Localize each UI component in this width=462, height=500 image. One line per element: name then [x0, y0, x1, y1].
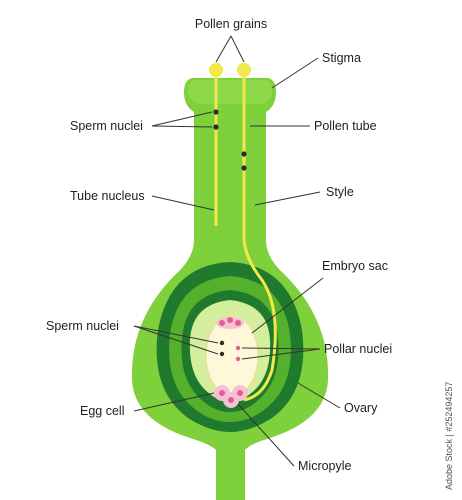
pistil-body: [131, 78, 329, 500]
label-embryo-sac: Embryo sac: [322, 259, 388, 273]
pollen-tubes: [209, 63, 277, 402]
label-style: Style: [326, 185, 354, 199]
pollen-grain-left: [209, 63, 223, 77]
pollen-grain-right: [237, 63, 251, 77]
label-micropyle: Micropyle: [298, 459, 352, 473]
label-sperm-nuclei-bottom: Sperm nuclei: [46, 319, 119, 333]
label-egg-cell: Egg cell: [80, 404, 124, 418]
label-ovary: Ovary: [344, 401, 378, 415]
egg-cell-group: [214, 385, 248, 408]
polar-nucleus-dot-2: [235, 356, 241, 362]
label-pollar-nuclei: Pollar nuclei: [324, 342, 392, 356]
sperm-nucleus-dot-2: [213, 124, 219, 130]
labels: Pollen grains Stigma Sperm nuclei Pollen…: [46, 17, 392, 473]
antipodal-cells: [216, 317, 244, 329]
label-pollen-tube: Pollen tube: [314, 119, 377, 133]
label-stigma: Stigma: [322, 51, 361, 65]
tube-nucleus-dot-1: [241, 151, 247, 157]
sperm-nucleus-dot-4: [219, 351, 225, 357]
sperm-nucleus-dot-1: [213, 109, 219, 115]
tube-nucleus-dot-2: [241, 165, 247, 171]
leader-lines: [133, 35, 341, 467]
pollen-tube-right: [242, 72, 277, 402]
sperm-nucleus-dot-3: [219, 340, 225, 346]
label-pollen-grains: Pollen grains: [195, 17, 267, 31]
polar-nucleus-dot-1: [235, 345, 241, 351]
stock-watermark: Adobe Stock | #252494257: [444, 382, 454, 490]
label-tube-nucleus: Tube nucleus: [70, 189, 145, 203]
label-sperm-nuclei-top: Sperm nuclei: [70, 119, 143, 133]
stigma-top: [188, 80, 272, 104]
